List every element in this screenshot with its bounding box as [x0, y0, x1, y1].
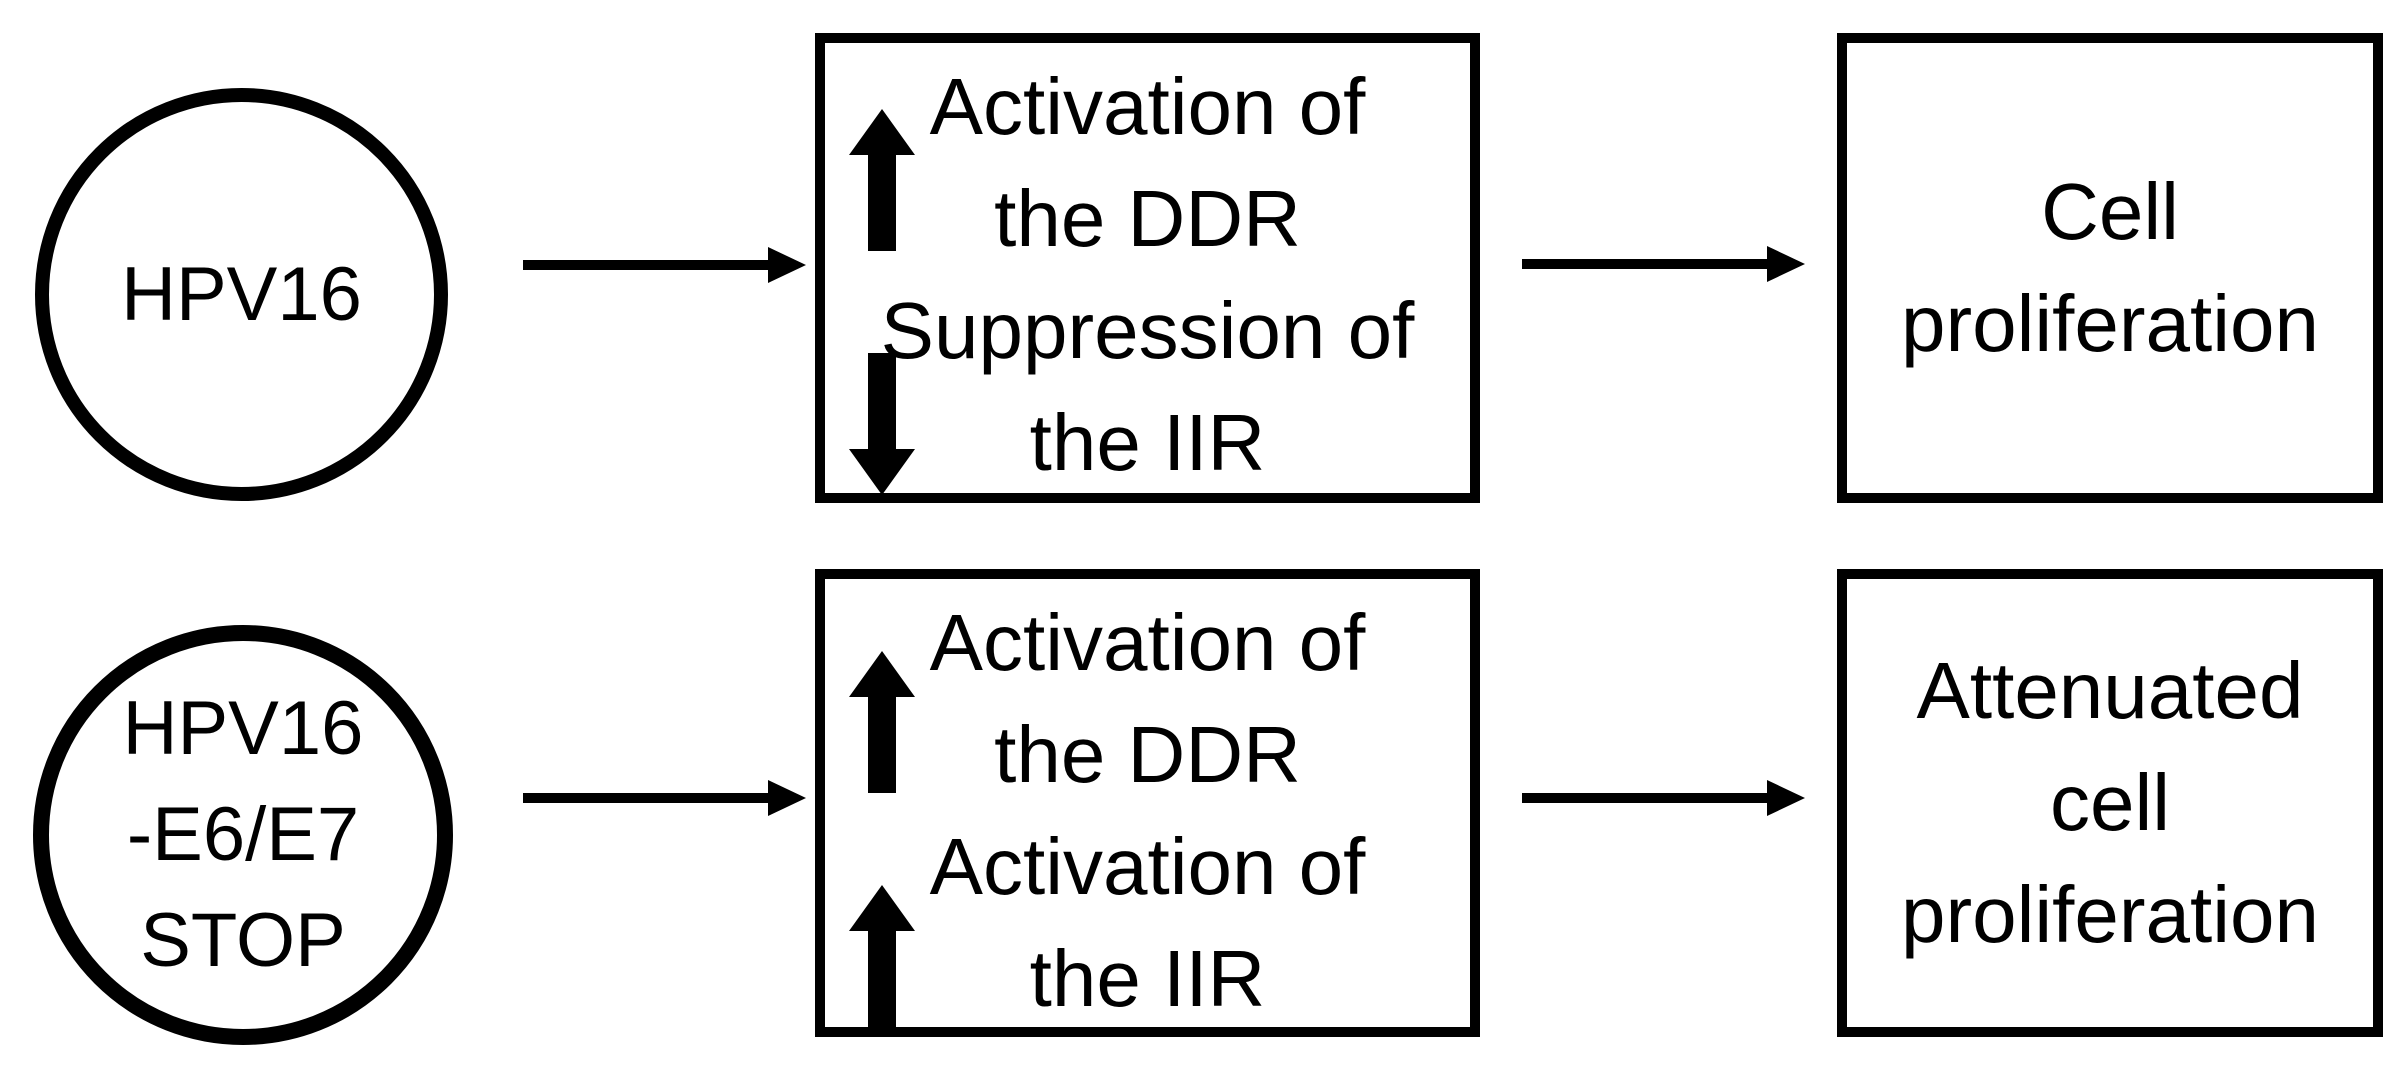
up-arrow-head: [849, 885, 915, 931]
effect-line: the IIR: [1029, 398, 1266, 487]
down-arrow-stem: [868, 353, 896, 449]
node-label-line: -E6/E7: [126, 792, 360, 877]
node-hpv16-e6e7-stop: HPV16 -E6/E7 STOP: [33, 625, 453, 1045]
effects-box-hpv16: Activation of the DDR Suppression of the…: [815, 33, 1480, 503]
effect-line: Activation of: [929, 62, 1366, 151]
node-label-line: STOP: [140, 898, 346, 983]
right-arrow-icon: [1522, 780, 1805, 816]
effect-line: the DDR: [994, 710, 1301, 799]
outcome-text: Cell proliferation: [1847, 43, 2373, 493]
up-arrow-head: [849, 651, 915, 697]
up-arrow-icon: [849, 885, 915, 1027]
outcome-box-attenuated-proliferation: Attenuated cell proliferation: [1837, 569, 2383, 1037]
up-arrow-stem: [868, 931, 896, 1027]
up-arrow-icon: [849, 651, 915, 793]
effects-text: Activation of the DDR Activation of the …: [825, 579, 1470, 1027]
right-arrow-icon: [523, 780, 806, 816]
outcome-line: proliferation: [1900, 279, 2319, 368]
outcome-text: Attenuated cell proliferation: [1847, 579, 2373, 1027]
arrow-shaft: [1522, 793, 1767, 803]
right-arrow-icon: [1522, 246, 1805, 282]
effect-line: Activation of: [929, 598, 1366, 687]
node-hpv16: HPV16: [35, 88, 448, 501]
up-arrow-head: [849, 109, 915, 155]
outcome-line: proliferation: [1900, 870, 2319, 959]
effects-text: Activation of the DDR Suppression of the…: [825, 43, 1470, 493]
down-arrow-head: [849, 449, 915, 495]
effect-line: Suppression of: [880, 286, 1415, 375]
effect-line: the DDR: [994, 174, 1301, 263]
node-hpv16-label: HPV16: [121, 252, 362, 337]
arrow-head: [768, 247, 806, 283]
outcome-line: Attenuated: [1916, 646, 2304, 735]
up-arrow-stem: [868, 697, 896, 793]
up-arrow-icon: [849, 109, 915, 251]
effect-line: the IIR: [1029, 934, 1266, 1023]
outcome-box-cell-proliferation: Cell proliferation: [1837, 33, 2383, 503]
down-arrow-icon: [849, 353, 915, 495]
outcome-line: Cell: [2041, 167, 2179, 256]
effects-box-hpv16-e6e7-stop: Activation of the DDR Activation of the …: [815, 569, 1480, 1037]
arrow-head: [768, 780, 806, 816]
arrow-shaft: [523, 793, 768, 803]
arrow-shaft: [1522, 259, 1767, 269]
outcome-line: cell: [2049, 758, 2171, 847]
arrow-head: [1767, 780, 1805, 816]
node-label-line: HPV16: [122, 686, 364, 771]
right-arrow-icon: [523, 247, 806, 283]
effect-line: Activation of: [929, 822, 1366, 911]
up-arrow-stem: [868, 155, 896, 251]
arrow-head: [1767, 246, 1805, 282]
arrow-shaft: [523, 260, 768, 270]
